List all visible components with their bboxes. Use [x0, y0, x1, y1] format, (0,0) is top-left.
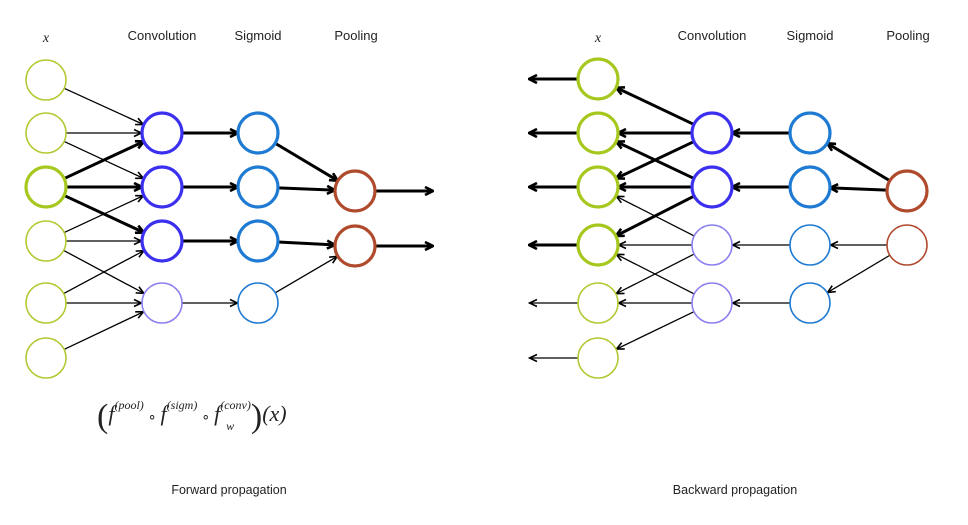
forward-input-node-4 [25, 282, 67, 324]
backward-edge-convolution1-to-input1 [617, 142, 695, 180]
formula-arg: (x) [262, 401, 287, 426]
backward-headers: x Convolution Sigmoid Pooling [594, 28, 930, 46]
formula-f-sigm: f [160, 401, 167, 426]
forward-edges [63, 87, 432, 351]
forward-edge-sigmoid2-to-pooling1 [277, 242, 334, 245]
forward-convolution-node-2 [140, 219, 184, 263]
forward-sigmoid-node-0 [236, 111, 280, 155]
formula-lparen: ( [97, 398, 109, 435]
formula-w-sub: w [226, 419, 235, 433]
backward-convolution-node-1 [690, 165, 734, 209]
compose-operator: ∘ [147, 410, 157, 425]
forward-edge-sigmoid0-to-pooling0 [274, 141, 337, 180]
backward-edge-convolution2-to-input2 [617, 197, 695, 237]
backward-input-node-2 [576, 165, 620, 209]
forward-edge-input2-to-convolution2 [63, 194, 143, 232]
formula-conv-sup: (conv) [220, 398, 251, 412]
backward-sigmoid-node-2 [789, 224, 831, 266]
backward-input-node-0 [576, 57, 620, 101]
forward-edge-input1-to-convolution1 [63, 140, 143, 178]
backward-pooling-node-0 [885, 169, 929, 213]
forward-edge-input5-to-convolution3 [63, 312, 143, 351]
forward-pooling-node-0 [333, 169, 377, 213]
forward-edge-input0-to-convolution0 [63, 87, 143, 124]
backward-pooling-node-1 [886, 224, 928, 266]
forward-convolution-node-3 [141, 282, 183, 324]
forward-edge-sigmoid1-to-pooling0 [277, 188, 334, 190]
backward-edge-convolution0-to-input0 [617, 88, 695, 126]
forward-sigmoid-node-3 [237, 282, 279, 324]
formula-f-conv: f [214, 401, 221, 426]
forward-sigmoid-node-1 [236, 165, 280, 209]
backward-input-node-4 [577, 282, 619, 324]
backward-sigmoid-node-1 [788, 165, 832, 209]
backward-caption: Backward propagation [673, 483, 797, 497]
forward-input-node-5 [25, 337, 67, 379]
forward-edge-sigmoid3-to-pooling1 [274, 257, 337, 294]
backward-edges [530, 79, 891, 358]
header-x: x [594, 31, 602, 46]
backward-input-node-5 [577, 337, 619, 379]
forward-pooling-node-1 [333, 224, 377, 268]
forward-headers: x Convolution Sigmoid Pooling [42, 28, 378, 46]
header-sigmoid: Sigmoid [235, 28, 282, 43]
backward-input-node-3 [576, 223, 620, 267]
forward-convolution-node-1 [140, 165, 184, 209]
backward-edge-pooling1-to-sigmoid3 [828, 254, 891, 292]
forward-input-node-0 [25, 59, 67, 101]
backward-edge-pooling0-to-sigmoid0 [828, 144, 891, 183]
header-convolution: Convolution [678, 28, 747, 43]
forward-sigmoid-node-2 [236, 219, 280, 263]
header-x: x [42, 31, 50, 46]
backward-convolution-node-0 [690, 111, 734, 155]
compose-operator: ∘ [201, 410, 211, 425]
forward-input-node-2 [24, 165, 68, 209]
header-sigmoid: Sigmoid [787, 28, 834, 43]
header-pooling: Pooling [886, 28, 929, 43]
forward-input-node-1 [25, 112, 67, 154]
backward-nodes [576, 57, 929, 379]
backward-sigmoid-node-3 [789, 282, 831, 324]
formula-pool-sup: (pool) [114, 398, 144, 412]
forward-nodes [24, 59, 377, 379]
backward-edge-convolution3-to-input5 [617, 311, 695, 349]
backward-convolution-node-2 [691, 224, 733, 266]
forward-convolution-node-0 [140, 111, 184, 155]
formula-f-pool: f [108, 401, 115, 426]
formula-rparen: ) [250, 398, 263, 435]
backward-sigmoid-node-0 [788, 111, 832, 155]
forward-caption: Forward propagation [171, 483, 286, 497]
backward-edge-pooling0-to-sigmoid1 [831, 188, 888, 190]
forward-edge-input3-to-convolution3 [63, 249, 144, 293]
formula-sigm-sup: (sigm) [166, 398, 198, 412]
backward-convolution-node-3 [691, 282, 733, 324]
header-pooling: Pooling [334, 28, 377, 43]
backward-edge-convolution3-to-input3 [617, 255, 695, 295]
header-convolution: Convolution [128, 28, 197, 43]
backward-input-node-1 [576, 111, 620, 155]
forward-input-node-3 [25, 220, 67, 262]
